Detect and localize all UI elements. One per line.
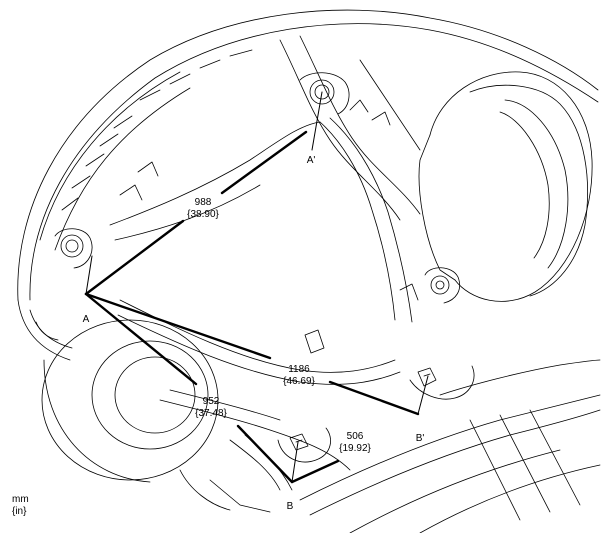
line-b-prime-leader bbox=[417, 375, 429, 415]
line-a-to-b-upper bbox=[84, 292, 198, 386]
dim-506-in: {19.92} bbox=[339, 443, 371, 454]
line-a-leader bbox=[85, 255, 93, 295]
line-a-to-a-prime-upper bbox=[220, 130, 308, 195]
line-a-to-b-prime-upper bbox=[328, 380, 420, 416]
dimension-labels: 988 {38.90} 1186 {46.69} 952 {37.48} 506… bbox=[187, 197, 371, 454]
point-labels: A A' B B' bbox=[83, 155, 425, 512]
line-b-leader bbox=[291, 441, 299, 483]
dim-988-in: {38.90} bbox=[187, 209, 219, 220]
dim-988-mm: 988 bbox=[195, 197, 212, 208]
point-b-prime-label: B' bbox=[416, 433, 425, 444]
point-a-label: A bbox=[83, 314, 90, 325]
dim-1186-mm: 1186 bbox=[288, 364, 310, 375]
dim-1186-in: {46.69} bbox=[283, 376, 315, 387]
point-b-label: B bbox=[287, 501, 294, 512]
vehicle-outline bbox=[17, 9, 601, 533]
line-a-prime-leader bbox=[311, 91, 323, 151]
dim-506-mm: 506 bbox=[347, 431, 364, 442]
units-legend: mm {in} bbox=[12, 494, 29, 517]
point-a-prime-label: A' bbox=[307, 155, 316, 166]
units-secondary: {in} bbox=[12, 506, 27, 517]
units-primary: mm bbox=[12, 494, 29, 505]
dim-952-mm: 952 bbox=[203, 396, 220, 407]
dimension-lines bbox=[84, 91, 429, 484]
line-b-to-b-prime bbox=[290, 459, 340, 484]
line-a-to-b-lower bbox=[236, 424, 294, 484]
line-a-to-a-prime-lower bbox=[84, 219, 185, 296]
line-a-to-b-prime-lower bbox=[84, 292, 272, 360]
dim-952-in: {37.48} bbox=[195, 408, 227, 419]
